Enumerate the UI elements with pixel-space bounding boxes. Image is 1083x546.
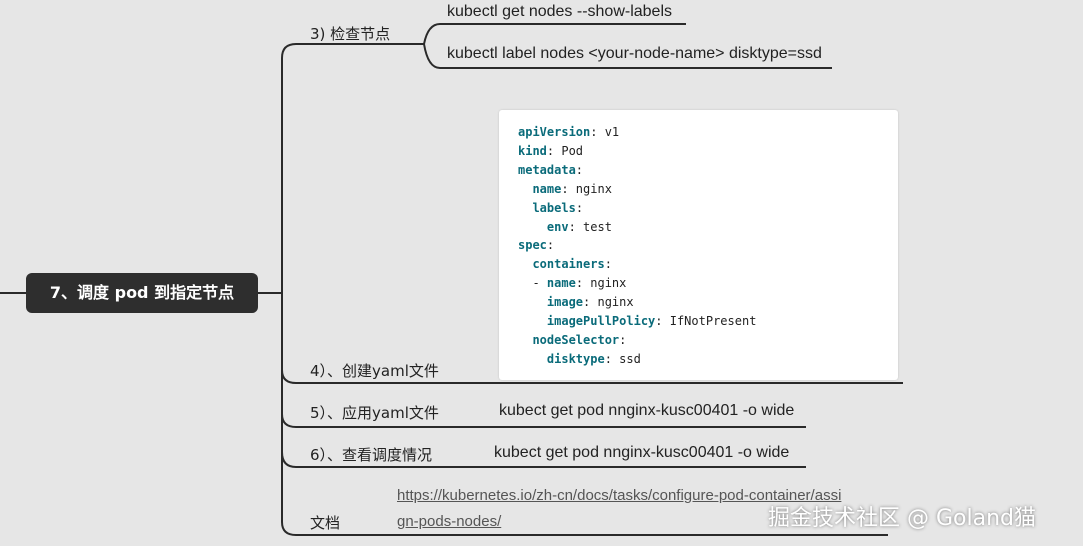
code-text: : nginx — [561, 181, 612, 196]
code-line: apiVersion: v1 — [518, 123, 756, 142]
code-key: labels — [532, 200, 576, 215]
code-line: image: nginx — [518, 293, 756, 312]
branch-apply-yaml-label[interactable]: 5）、应用yaml文件 — [310, 404, 439, 422]
underline-check-nodes — [281, 43, 424, 59]
code-text: : — [619, 332, 627, 347]
code-line: disktype: ssd — [518, 350, 756, 369]
code-key: image — [546, 295, 584, 310]
code-line: containers: — [518, 255, 756, 274]
cmd-view-get-pod[interactable]: kubect get pod nnginx-kusc00401 -o wide — [494, 444, 790, 461]
code-text: : — [575, 200, 584, 215]
code-text: : — [604, 257, 612, 272]
branch-create-yaml-label[interactable]: 4）、创建yaml文件 — [310, 362, 439, 380]
cmd-apply-get-pod[interactable]: kubect get pod nnginx-kusc00401 -o wide — [499, 402, 795, 419]
code-line: env: test — [518, 218, 756, 237]
code-line: metadata: — [518, 161, 756, 180]
docs-link[interactable]: https://kubernetes.io/zh-cn/docs/tasks/c… — [397, 483, 841, 535]
code-key: nodeSelector — [532, 332, 620, 347]
code-text: : v1 — [590, 125, 620, 139]
code-text: : nginx — [583, 295, 634, 310]
docs-link-line2[interactable]: gn-pods-nodes/ — [397, 513, 502, 530]
cmd-label-nodes[interactable]: kubectl label nodes <your-node-name> dis… — [447, 45, 822, 62]
code-key: name — [532, 181, 562, 196]
code-text — [518, 220, 547, 234]
code-key: containers — [532, 257, 605, 272]
code-key: kind — [518, 143, 547, 158]
branch-docs-label[interactable]: 文档 — [310, 514, 341, 532]
branch-view-schedule-label[interactable]: 6）、查看调度情况 — [310, 446, 433, 464]
code-text — [518, 352, 547, 366]
code-text: : IfNotPresent — [655, 314, 757, 329]
code-key: imagePullPolicy — [546, 314, 656, 329]
code-text: : — [546, 238, 555, 253]
watermark: 掘金技术社区 @ Goland猫 — [768, 506, 1036, 531]
code-text: : nginx — [575, 276, 627, 291]
code-line: spec: — [518, 236, 756, 255]
code-key: name — [546, 276, 576, 291]
underline-view-schedule — [281, 451, 806, 468]
code-text — [518, 182, 532, 196]
code-line: nodeSelector: — [518, 331, 756, 350]
code-key: env — [546, 219, 569, 234]
code-text — [518, 333, 532, 347]
branch-check-cmd1 — [423, 23, 686, 45]
code-key: disktype — [546, 351, 605, 366]
code-text — [518, 201, 532, 215]
branch-check-nodes-label[interactable]: 3) 检查节点 — [310, 25, 391, 43]
underline-docs — [281, 521, 888, 536]
code-key: spec — [518, 238, 547, 253]
code-text: - — [518, 276, 547, 291]
code-text: : test — [568, 219, 612, 234]
docs-link-line1[interactable]: https://kubernetes.io/zh-cn/docs/tasks/c… — [397, 487, 842, 504]
code-text: : ssd — [604, 351, 641, 366]
code-text — [518, 257, 532, 271]
code-line: name: nginx — [518, 180, 756, 199]
root-node[interactable]: 7、调度 pod 到指定节点 — [26, 273, 258, 313]
code-text: : — [575, 162, 584, 177]
cmd-get-nodes[interactable]: kubectl get nodes --show-labels — [447, 3, 673, 20]
code-line: kind: Pod — [518, 142, 756, 161]
code-text: : Pod — [546, 143, 584, 158]
underline-create-yaml — [281, 369, 903, 384]
code-key: metadata — [518, 162, 576, 177]
code-line: imagePullPolicy: IfNotPresent — [518, 312, 757, 331]
underline-apply-yaml — [281, 413, 806, 428]
code-text — [518, 295, 547, 309]
branch-check-cmd2 — [423, 43, 832, 69]
code-key: apiVersion — [518, 125, 591, 139]
code-line: labels: — [518, 199, 756, 218]
code-line: - name: nginx — [518, 274, 756, 293]
code-text — [518, 314, 547, 328]
